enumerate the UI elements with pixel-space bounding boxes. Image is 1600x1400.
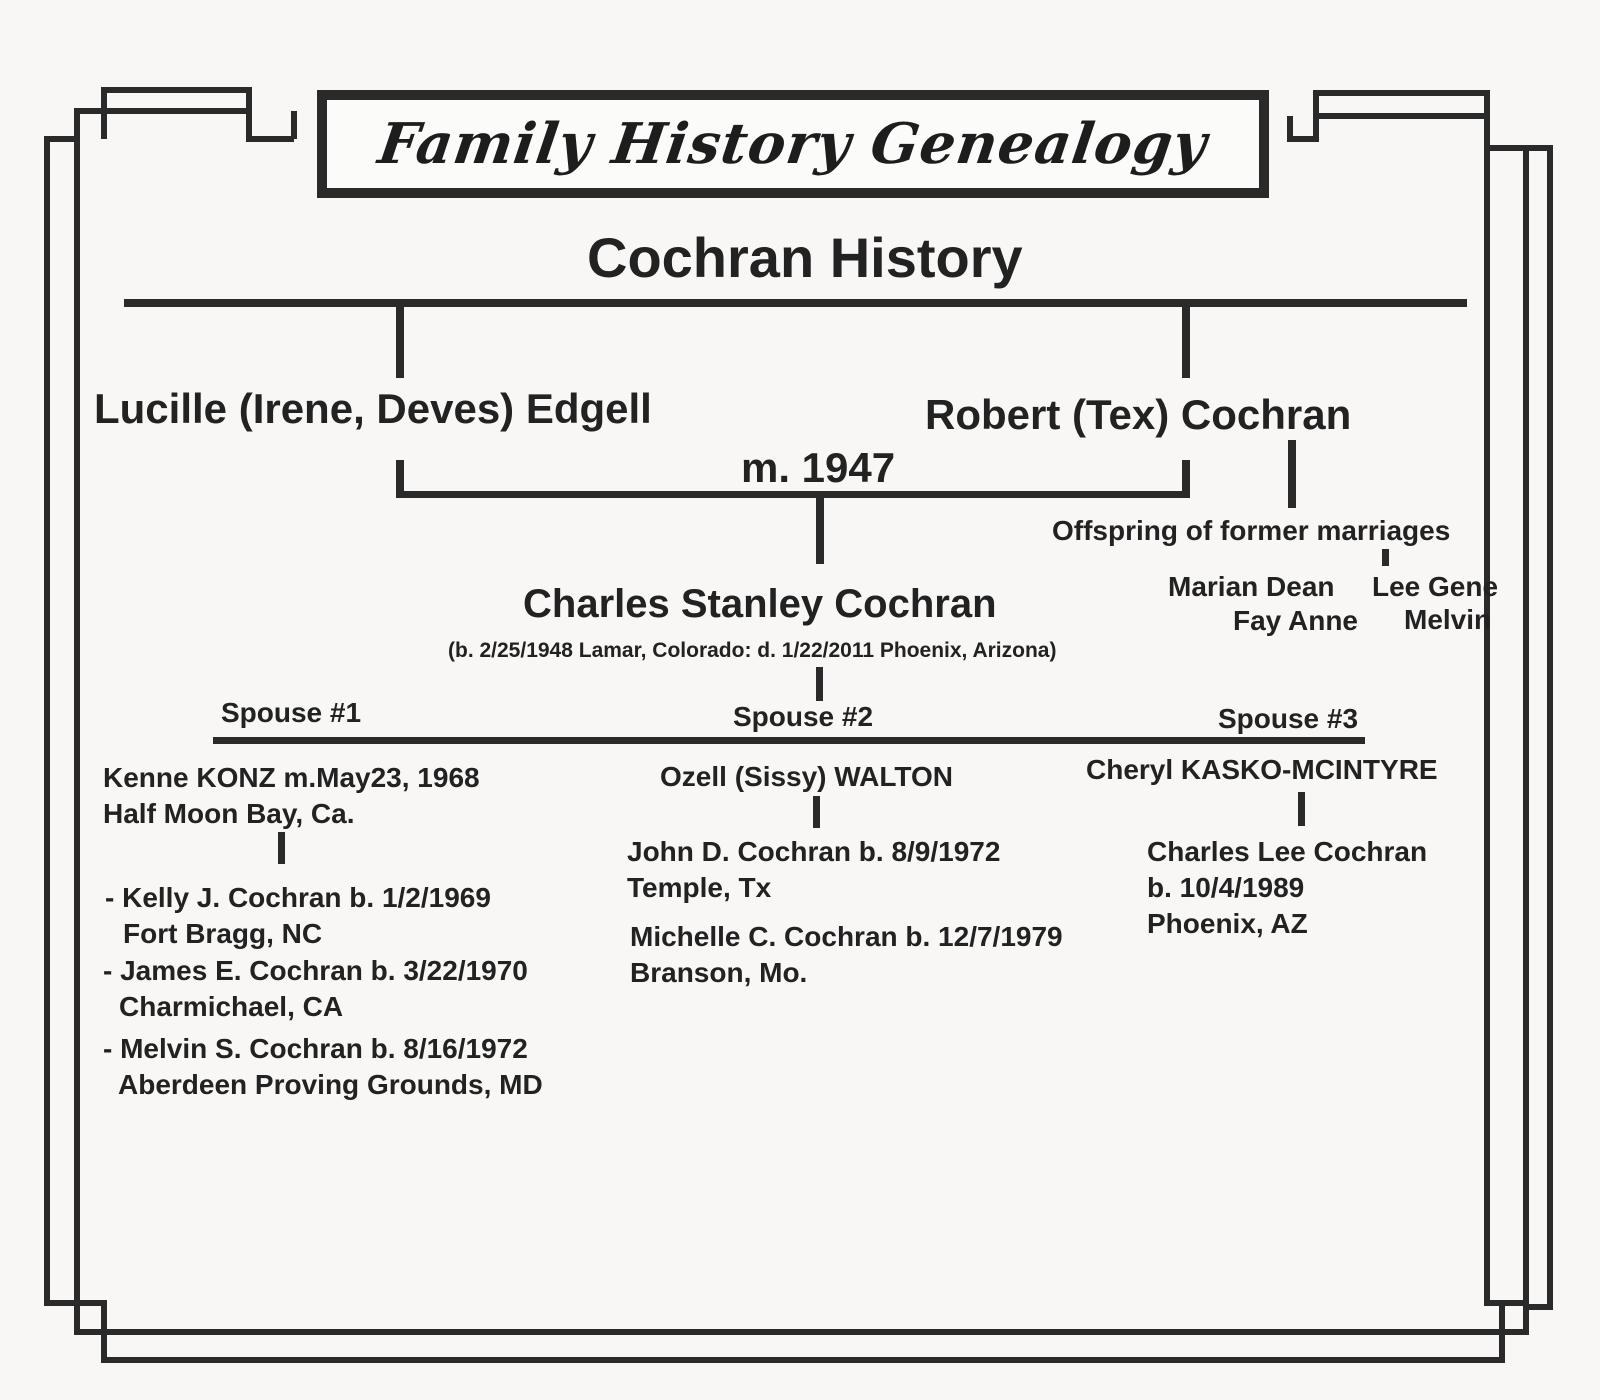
spouse-1-child-2-place: Charmichael, CA (119, 991, 344, 1022)
former-child-2a: Lee Gene (1372, 571, 1499, 602)
spouse-1-place: Half Moon Bay, Ca. (103, 798, 355, 829)
banner: Family History Genealogy (317, 90, 1269, 198)
spouse-1-child-2: - James E. Cochran b. 3/22/1970 (103, 955, 528, 986)
father-connector (1182, 303, 1190, 378)
spouse-2-child-2-place: Branson, Mo. (630, 957, 808, 988)
former-tick (1382, 549, 1389, 566)
spouse-connector (816, 667, 823, 701)
page-title: Cochran History (587, 226, 1023, 289)
marriage-year: m. 1947 (741, 444, 896, 491)
subject-dates: (b. 2/25/1948 Lamar, Colorado: d. 1/22/2… (448, 639, 1057, 662)
mother-connector (396, 303, 404, 378)
spouse-2-label: Spouse #2 (733, 701, 874, 732)
spouse-3-name: Cheryl KASKO-MCINTYRE (1086, 754, 1438, 785)
spouse-2-child-1-place: Temple, Tx (627, 872, 772, 903)
spouse-2-connector (813, 796, 820, 828)
spouse-1-child-3-place: Aberdeen Proving Grounds, MD (118, 1069, 543, 1100)
spouse-1-child-3: - Melvin S. Cochran b. 8/16/1972 (103, 1033, 528, 1064)
father-name: Robert (Tex) Cochran (925, 391, 1352, 438)
spouse-1-label: Spouse #1 (221, 697, 362, 728)
mother-name: Lucille (Irene, Deves) Edgell (94, 385, 652, 432)
spouse-1-name: Kenne KONZ m.May23, 1968 (103, 762, 480, 793)
spouse-3-child-1-place: Phoenix, AZ (1147, 908, 1308, 939)
former-child-1b: Fay Anne (1233, 605, 1358, 636)
spouse-1-connector (278, 832, 285, 864)
spouse-1-child-1: - Kelly J. Cochran b. 1/2/1969 (105, 882, 491, 913)
marriage-bracket-left (396, 460, 404, 498)
former-connector (1288, 440, 1296, 508)
spouse-1-child-1-place: Fort Bragg, NC (123, 918, 323, 949)
spouse-3-label: Spouse #3 (1218, 703, 1359, 734)
top-line (124, 299, 1467, 307)
former-marriages-label: Offspring of former marriages (1052, 515, 1451, 546)
subject-name: Charles Stanley Cochran (523, 582, 997, 626)
spouse-3-connector (1298, 792, 1305, 826)
spouse-3-child-1: Charles Lee Cochran (1147, 836, 1428, 867)
child-connector (816, 497, 824, 564)
spouses-line (213, 737, 1365, 744)
banner-title: Family History Genealogy (374, 111, 1212, 177)
spouse-3-child-1-birth: b. 10/4/1989 (1147, 872, 1305, 903)
former-child-1a: Marian Dean (1168, 571, 1335, 602)
spouse-2-child-1: John D. Cochran b. 8/9/1972 (627, 836, 1001, 867)
spouse-2-child-2: Michelle C. Cochran b. 12/7/1979 (630, 921, 1063, 952)
marriage-bracket-right (1182, 460, 1190, 498)
former-child-2b: Melvin (1404, 604, 1492, 635)
spouse-2-name: Ozell (Sissy) WALTON (660, 761, 954, 792)
marriage-bracket-base (396, 491, 1190, 498)
